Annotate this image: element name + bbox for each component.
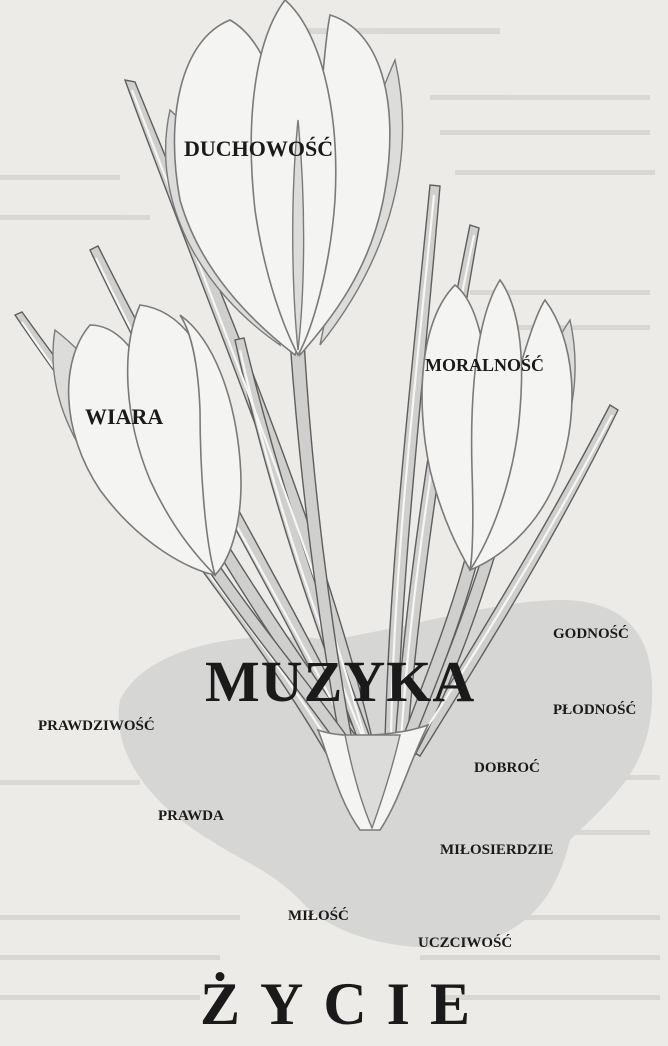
label-uczciwosc: UCZCIWOŚĆ [418,935,512,952]
label-godnosc: GODNOŚĆ [553,626,629,643]
label-prawdziwosc: PRAWDZIWOŚĆ [38,718,155,735]
label-moralnosc: MORALNOŚĆ [425,355,544,376]
label-wiara: WIARA [85,404,163,430]
label-milosierdzie: MIŁOSIERDZIE [440,842,553,859]
flower-left [53,305,241,575]
label-zycie: ŻYCIE [200,970,490,1039]
label-muzyka: MUZYKA [205,648,475,715]
flower-top [166,0,403,355]
label-prawda: PRAWDA [158,808,224,825]
label-duchowosc: DUCHOWOŚĆ [184,136,333,162]
label-plodnosc: PŁODNOŚĆ [553,702,636,719]
label-milosc: MIŁOŚĆ [288,908,349,925]
label-dobroc: DOBROĆ [474,760,540,777]
